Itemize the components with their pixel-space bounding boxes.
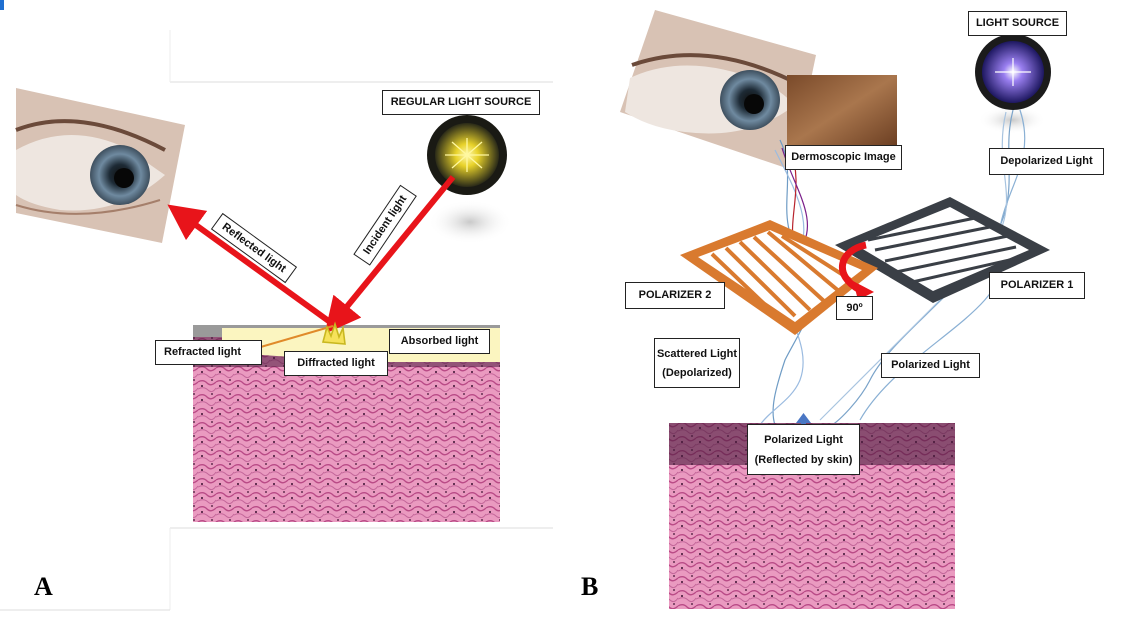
eye-image	[620, 10, 816, 170]
label-refracted-light: Refracted light	[155, 340, 262, 365]
scattered-light-line1: Scattered Light	[656, 348, 738, 360]
label-polarized-light: Polarized Light	[881, 353, 980, 378]
label-depolarized-light: Depolarized Light	[989, 148, 1104, 175]
label-polarizer-1: POLARIZER 1	[989, 272, 1085, 299]
reflected-by-skin-line2: (Reflected by skin)	[754, 454, 853, 466]
label-angle: 90º	[836, 296, 873, 320]
corner-marker	[0, 0, 4, 10]
panel-a-letter: A	[34, 572, 53, 601]
panel-b: LIGHT SOURCE Dermoscopic Image Depolariz…	[570, 0, 1147, 637]
light-source	[975, 34, 1051, 134]
incident-light-arrow	[324, 175, 456, 334]
rotation-arrow	[839, 241, 867, 294]
label-scattered-light: Scattered Light (Depolarized)	[654, 338, 740, 388]
polarizer-1	[835, 197, 1050, 303]
label-absorbed-light: Absorbed light	[389, 329, 490, 354]
regular-light-source	[427, 115, 512, 244]
dermoscopic-image	[787, 75, 897, 147]
polarizer-2	[680, 220, 878, 335]
rotation-arrow-head	[853, 281, 874, 300]
label-diffracted-light: Diffracted light	[284, 351, 388, 376]
label-light-source: LIGHT SOURCE	[968, 11, 1067, 36]
reflected-light-arrow	[167, 204, 332, 325]
label-regular-light-source: REGULAR LIGHT SOURCE	[382, 90, 540, 115]
reflected-by-skin-line1: Polarized Light	[764, 434, 843, 446]
label-polarizer-2: POLARIZER 2	[625, 282, 725, 309]
scattered-light-line2: (Depolarized)	[662, 367, 732, 379]
label-reflected-by-skin: Polarized Light (Reflected by skin)	[747, 424, 860, 475]
label-dermoscopic-image: Dermoscopic Image	[785, 145, 902, 170]
panel-b-graphics	[620, 10, 1051, 609]
panel-a: REGULAR LIGHT SOURCE Incident light Refl…	[0, 0, 570, 637]
eye-image	[15, 88, 185, 243]
diffraction-sparks	[321, 321, 346, 345]
panel-b-letter: B	[581, 572, 599, 601]
